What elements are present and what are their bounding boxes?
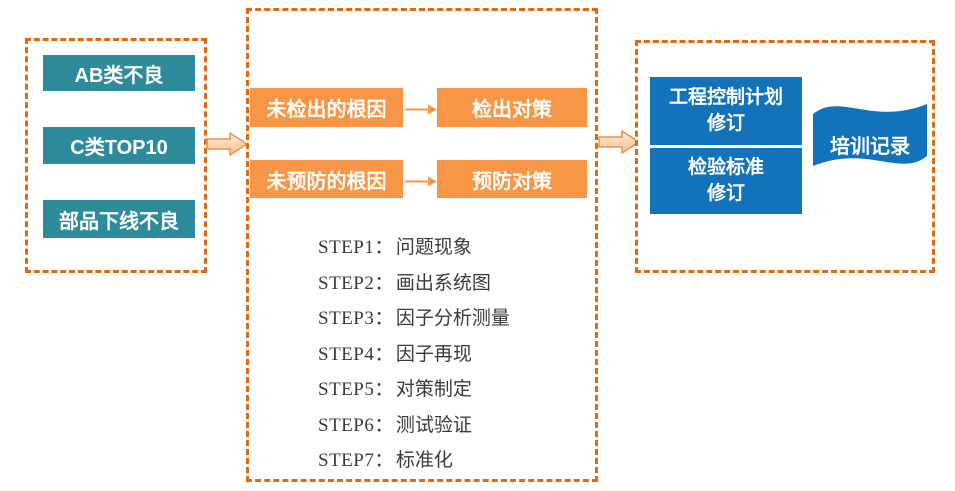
defect-category-label: 部品下线不良 — [59, 210, 179, 233]
step-item-4: STEP4： 因子再现 — [318, 335, 510, 371]
step-item-7: STEP7： 标准化 — [318, 441, 510, 477]
root-cause-analysis-panel — [246, 8, 598, 482]
box-line1: 工程控制计划 — [668, 87, 783, 109]
defect-category-box-offline: 部品下线不良 — [43, 200, 195, 238]
box-line2: 修订 — [706, 113, 745, 134]
detection-countermeasure-box: 检出对策 — [437, 88, 587, 127]
wave-flag-icon — [813, 104, 927, 166]
step-text: 对策制定 — [395, 379, 472, 401]
cause-label: 未预防的根因 — [266, 170, 387, 193]
unprevented-root-cause-box: 未预防的根因 — [250, 160, 403, 198]
defect-category-box-ab: AB类不良 — [43, 55, 195, 91]
defect-category-box-ctop10: C类TOP10 — [43, 127, 195, 164]
step-number: STEP1： — [318, 237, 394, 259]
analysis-steps-list: STEP1： 问题现象 STEP2： 画出系统图 STEP3： 因子分析测量 S… — [318, 228, 510, 477]
cause-label: 未检出的根因 — [266, 99, 387, 121]
action-label: 预防对策 — [472, 170, 552, 193]
input-defects-panel: AB类不良 C类TOP10 部品下线不良 — [25, 38, 207, 273]
cause-to-detection-arrow-icon — [405, 102, 437, 120]
prevention-countermeasure-box: 预防对策 — [437, 160, 587, 198]
defect-category-label: C类TOP10 — [70, 137, 168, 159]
flag-label: 培训记录 — [830, 135, 910, 158]
step-text: 测试验证 — [395, 414, 472, 436]
flow-arrow-left-to-middle-icon — [206, 131, 248, 162]
step-item-6: STEP6： 测试验证 — [318, 406, 510, 442]
flow-arrow-middle-to-right-icon — [598, 129, 640, 160]
step-item-2: STEP2： 画出系统图 — [318, 264, 510, 300]
box-line2: 修订 — [706, 183, 745, 204]
step-number: STEP6： — [318, 414, 394, 436]
step-number: STEP4： — [318, 343, 394, 365]
step-text: 因子分析测量 — [395, 308, 510, 330]
training-record-flag: 培训记录 — [810, 95, 930, 177]
defect-category-label: AB类不良 — [74, 64, 164, 87]
step-number: STEP7： — [318, 450, 394, 472]
step-text: 标准化 — [395, 450, 453, 472]
step-item-1: STEP1： 问题现象 — [318, 228, 510, 264]
step-text: 问题现象 — [395, 237, 472, 259]
step-text: 因子再现 — [395, 343, 472, 365]
step-item-3: STEP3： 因子分析测量 — [318, 299, 510, 335]
step-item-5: STEP5： 对策制定 — [318, 370, 510, 406]
inspection-standard-revision-box: 检验标准 修订 — [650, 148, 802, 214]
undetected-root-cause-box: 未检出的根因 — [250, 88, 403, 127]
step-text: 画出系统图 — [395, 272, 491, 294]
step-number: STEP5： — [318, 379, 394, 401]
cause-to-prevention-arrow-icon — [405, 174, 437, 192]
control-plan-revision-box: 工程控制计划 修订 — [650, 77, 802, 145]
action-label: 检出对策 — [472, 99, 552, 121]
step-number: STEP3： — [318, 308, 394, 330]
step-number: STEP2： — [318, 272, 394, 294]
box-line1: 检验标准 — [687, 157, 764, 179]
